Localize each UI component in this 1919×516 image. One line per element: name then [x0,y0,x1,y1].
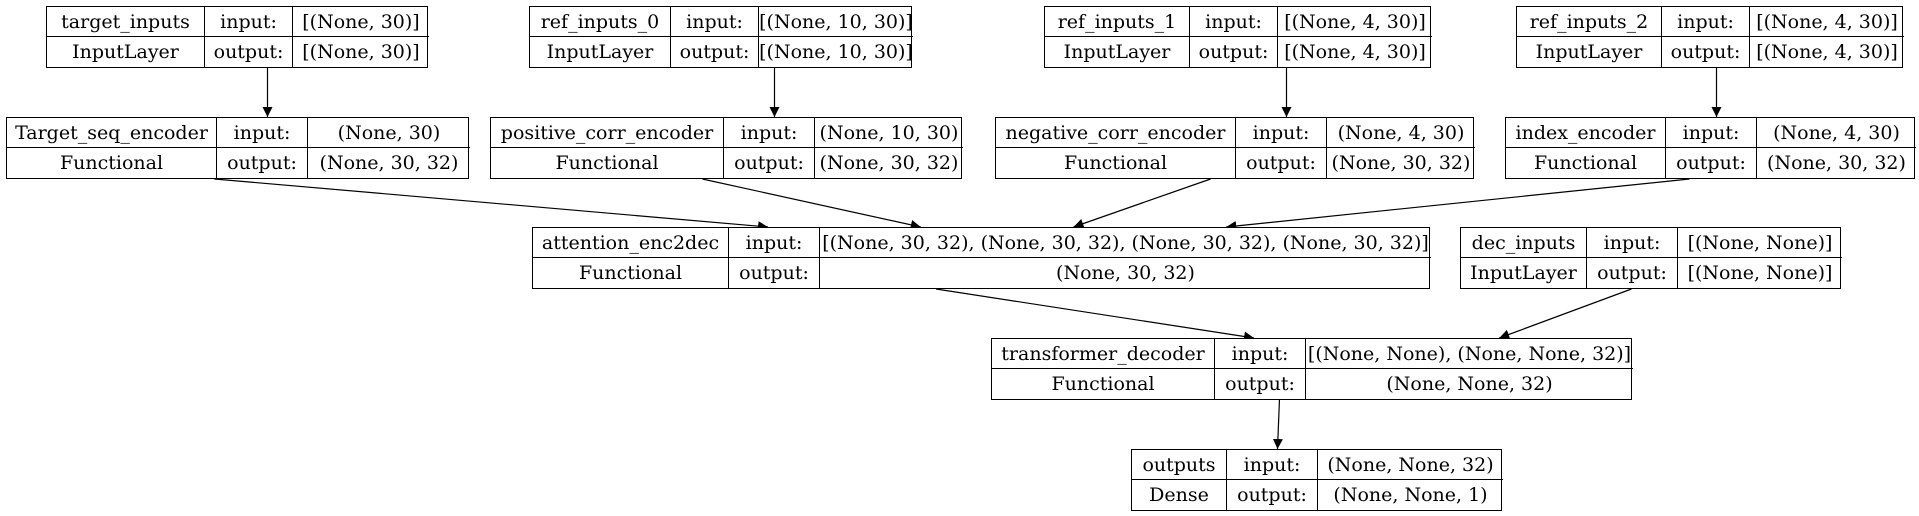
layer-type: Dense [1132,480,1227,510]
output-label: output: [1587,258,1678,288]
input-label: input: [1236,118,1327,147]
layer-name: target_inputs [47,7,205,36]
layer-type: Functional [1506,148,1666,178]
input-label: input: [729,228,820,257]
output-shape: (None, 30, 32) [819,152,959,174]
input-shape: [(None, 30)] [302,10,420,33]
layer-name: ref_inputs_0 [530,7,671,36]
output-shape: [(None, None)] [1687,262,1833,284]
output-label: output: [724,148,815,178]
output-shape: [(None, 10, 30)] [759,41,913,63]
layer-type: InputLayer [47,37,205,67]
layer-name: negative_corr_encoder [996,118,1236,147]
output-shape: (None, 30, 32) [1767,152,1906,174]
layer-name: ref_inputs_2 [1517,7,1662,36]
output-shape: (None, 30, 32) [1331,152,1471,174]
input-label: input: [1215,339,1306,368]
output-shape: [(None, 4, 30)] [1756,41,1898,63]
output-shape: (None, 30, 32) [1056,262,1195,284]
output-shape: [(None, 30)] [302,41,420,63]
layer-type: Functional [7,148,217,178]
layer-name: transformer_decoder [992,339,1215,368]
input-shape: (None, 4, 30) [1773,121,1900,144]
input-shape: [(None, 30, 32), (None, 30, 32), (None, … [822,231,1429,254]
output-label: output: [1666,148,1757,178]
edge-dec-inputs-to-transformer-decoder [1499,288,1632,340]
output-label: output: [1662,37,1750,67]
output-shape: [(None, 4, 30)] [1284,41,1426,63]
layer-type: Functional [996,148,1236,178]
edge-positive-corr-encoder-to-attention-enc2dec [702,178,921,230]
output-label: output: [1227,480,1318,510]
input-label: input: [1190,7,1278,36]
output-label: output: [1190,37,1278,67]
output-label: output: [671,37,759,67]
output-shape: (None, None, 32) [1386,373,1553,395]
layer-type: InputLayer [1045,37,1190,67]
input-label: input: [1587,228,1678,257]
layer-type: InputLayer [530,37,671,67]
layer-name: positive_corr_encoder [491,118,724,147]
layer-name: ref_inputs_1 [1045,7,1190,36]
edge-target-seq-encoder-to-attention-enc2dec [214,178,769,232]
input-label: input: [1666,118,1757,147]
layer-type: Functional [992,369,1215,399]
input-shape: [(None, 4, 30)] [1284,10,1426,33]
input-label: input: [1227,450,1318,479]
layer-type: InputLayer [1461,258,1587,288]
input-label: input: [1662,7,1750,36]
layer-name: Target_seq_encoder [7,118,217,147]
layer-type: InputLayer [1517,37,1662,67]
edge-attention-enc2dec-to-transformer-decoder [936,288,1255,342]
input-label: input: [724,118,815,147]
input-shape: [(None, 10, 30)] [759,10,913,33]
input-shape: [(None, 4, 30)] [1756,10,1898,33]
layer-type: Functional [533,258,729,288]
layer-name: outputs [1132,450,1227,479]
layer-name: index_encoder [1506,118,1666,147]
input-shape: [(None, None)] [1687,231,1833,254]
layer-name: dec_inputs [1461,228,1587,257]
output-label: output: [729,258,820,288]
layer-name: attention_enc2dec [533,228,729,257]
input-label: input: [205,7,293,36]
input-shape: [(None, None), (None, None, 32)] [1307,342,1632,365]
input-shape: (None, 4, 30) [1337,121,1465,144]
input-label: input: [217,118,308,147]
output-label: output: [217,148,308,178]
input-shape: (None, 10, 30) [819,121,959,144]
output-label: output: [205,37,293,67]
output-label: output: [1236,148,1327,178]
output-shape: (None, 30, 32) [319,152,459,174]
edge-negative-corr-encoder-to-attention-enc2dec [1073,178,1211,229]
edge-index-encoder-to-attention-enc2dec [1226,178,1690,231]
input-label: input: [671,7,759,36]
edge-transformer-decoder-to-outputs [1272,399,1283,450]
input-shape: (None, None, 32) [1327,453,1494,476]
output-shape: (None, None, 1) [1333,484,1488,506]
layer-type: Functional [491,148,724,178]
input-shape: (None, 30) [337,121,441,144]
output-label: output: [1215,369,1306,399]
